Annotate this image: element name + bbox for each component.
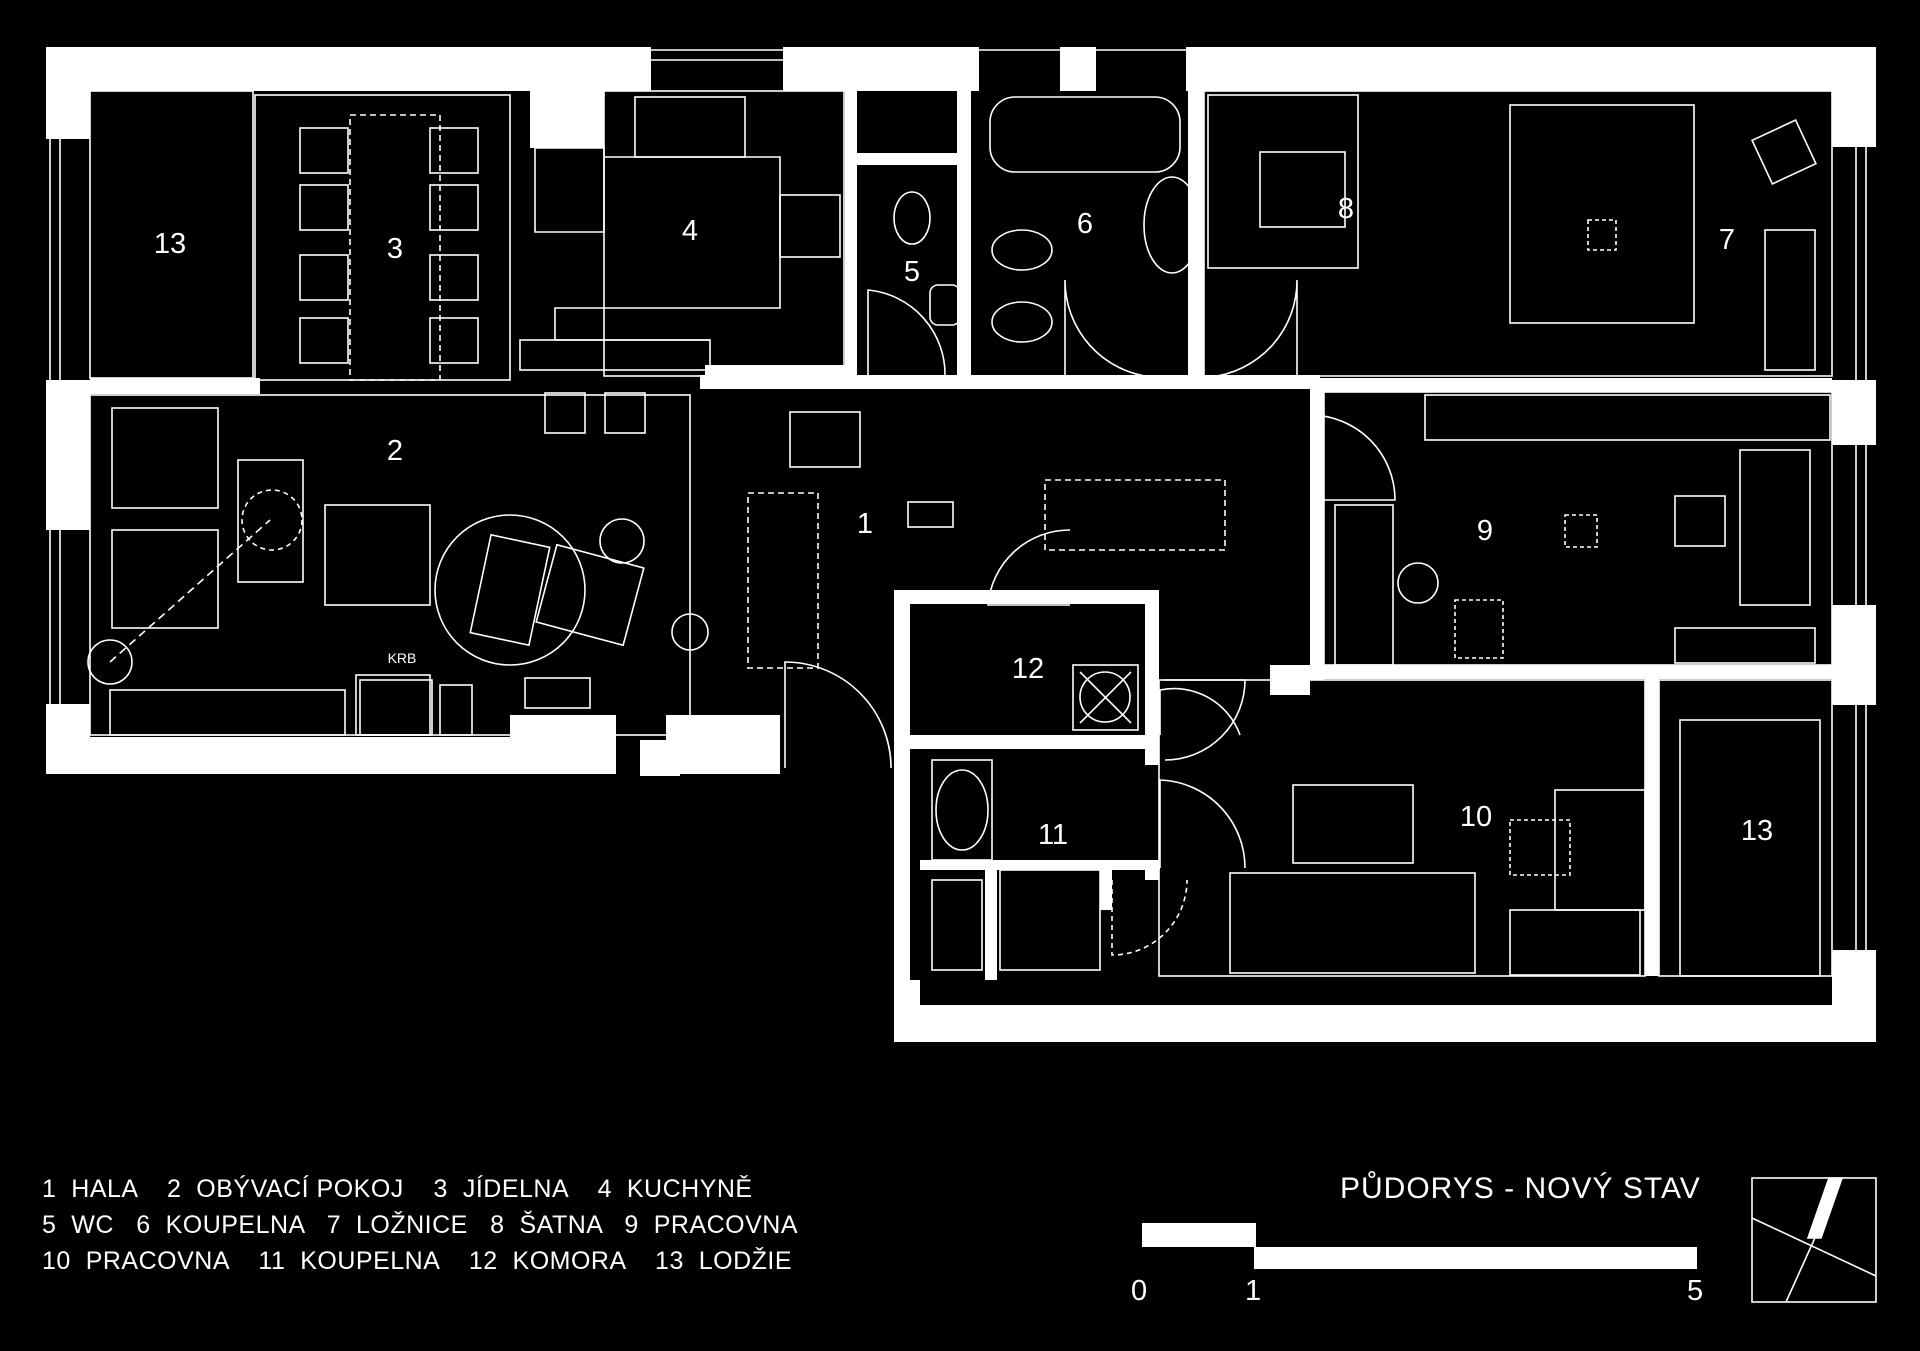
windows <box>49 49 1867 950</box>
room-label-13-left: 13 <box>154 228 186 260</box>
scale-label-5: 5 <box>1687 1275 1704 1307</box>
scale-label-1: 1 <box>1245 1275 1262 1307</box>
doors <box>784 279 1396 956</box>
room-label-7: 7 <box>1719 224 1735 256</box>
room-outlines <box>87 90 1833 977</box>
room-label-13-right: 13 <box>1741 815 1773 847</box>
legend-line-3: 10 PRACOVNA 11 KOUPELNA 12 KOMORA 13 LOD… <box>42 1247 793 1275</box>
room-label-2: 2 <box>387 435 403 467</box>
walls <box>46 47 1876 1042</box>
room-label-5: 5 <box>904 256 920 288</box>
room-label-10: 10 <box>1460 801 1492 833</box>
scale-bar <box>1142 1223 1697 1269</box>
legend-line-1: 1 HALA 2 OBÝVACÍ POKOJ 3 JÍDELNA 4 KUCHY… <box>42 1175 753 1203</box>
room-label-1: 1 <box>857 508 873 540</box>
north-arrow <box>1751 1177 1877 1303</box>
room-label-12: 12 <box>1012 653 1044 685</box>
room-label-3: 3 <box>387 233 403 265</box>
legend-line-2: 5 WC 6 KOUPELNA 7 LOŽNICE 8 ŠATNA 9 PRAC… <box>42 1211 799 1239</box>
room-label-4: 4 <box>682 215 698 247</box>
fireplace-label: KRB <box>388 650 417 666</box>
room-label-11: 11 <box>1038 819 1068 851</box>
room-label-8: 8 <box>1338 193 1354 225</box>
plan-title: PŮDORYS - NOVÝ STAV <box>1340 1172 1701 1205</box>
room-numbers: 1 2 3 4 5 6 7 8 9 10 11 12 13 13 KRB <box>154 193 1773 851</box>
room-label-6: 6 <box>1077 208 1093 240</box>
scale-label-0: 0 <box>1131 1275 1148 1307</box>
room-label-9: 9 <box>1477 515 1493 547</box>
